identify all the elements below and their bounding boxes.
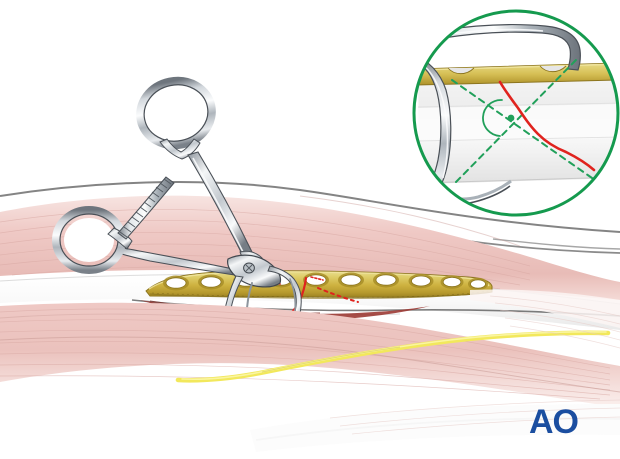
forceps-ring-hole-upper	[148, 88, 204, 138]
muscle-lower-fold	[0, 313, 251, 321]
forceps-ring-inner-upper	[143, 84, 209, 142]
forceps-shank-upper-highlight	[192, 157, 245, 255]
inset-contents	[414, 11, 618, 215]
fascia-lower	[250, 399, 620, 452]
nerve-bundle	[175, 330, 611, 383]
inset-bone	[417, 75, 618, 184]
inset-cortex-line-1	[417, 102, 618, 108]
plate-hole	[373, 272, 399, 288]
angle-line-a	[455, 59, 577, 183]
forceps-ratchet	[117, 176, 175, 240]
forceps-ring-hole-lower	[64, 218, 114, 262]
muscle-lower	[0, 302, 620, 408]
forceps-ratchet-bar	[117, 176, 175, 240]
skin-outline-upper	[0, 181, 620, 233]
skin-outline-fold	[492, 238, 620, 250]
inset-jaw-left-highlight	[418, 61, 449, 179]
inset-plate-notch-2	[539, 65, 567, 73]
bone-plate	[145, 270, 493, 299]
angle-line-b	[451, 79, 593, 179]
fascia-band	[250, 404, 620, 452]
inset-cortex-bottom	[419, 176, 618, 184]
plate-bottom-edge	[149, 291, 490, 299]
forceps-ring-upper	[136, 76, 216, 150]
muscle-edge-highlight	[299, 195, 521, 247]
inset-border-circle	[412, 9, 620, 217]
nerve-shadow	[261, 346, 401, 373]
plate-hole	[163, 275, 189, 291]
ao-logo-text: AO	[529, 403, 579, 441]
tissue-right-taper	[470, 289, 620, 349]
muscle-lower-separation	[0, 336, 620, 393]
ao-logo: AO	[529, 403, 580, 441]
ratchet-teeth	[119, 178, 172, 238]
plate-hole	[198, 274, 224, 290]
plate-hole	[440, 275, 464, 289]
forceps-shank-lower	[115, 246, 246, 277]
inset-cortex-line-2	[418, 136, 618, 142]
inset-fracture-path	[498, 80, 596, 172]
plate-texture-dots	[151, 290, 489, 298]
angle-center-dot	[507, 114, 515, 122]
fascia-striations	[329, 399, 620, 435]
plate-hole	[408, 273, 434, 289]
fracture-mark-mid	[310, 276, 324, 281]
angle-arc	[482, 99, 503, 137]
forceps-arm-lower	[52, 206, 246, 277]
magnification-inset	[412, 9, 620, 217]
inset-medullary-band	[418, 104, 618, 142]
tissue-taper-lines	[489, 295, 620, 349]
tissue-taper-fill	[470, 289, 620, 328]
pivot-screw-slot	[245, 264, 253, 272]
angle-indicator	[451, 59, 593, 183]
fracture-line-hidden	[317, 287, 359, 303]
muscle-upper-body	[0, 195, 620, 300]
plate-hole	[468, 277, 488, 291]
inset-fracture-line	[498, 80, 596, 172]
plate-hole	[303, 272, 329, 288]
muscle-striations-lower	[0, 308, 611, 400]
plate-hole	[338, 272, 364, 288]
jaw-wire-right	[289, 278, 297, 312]
incision-deep-tissue	[140, 300, 430, 322]
inset-plate-notch-1	[447, 67, 475, 75]
